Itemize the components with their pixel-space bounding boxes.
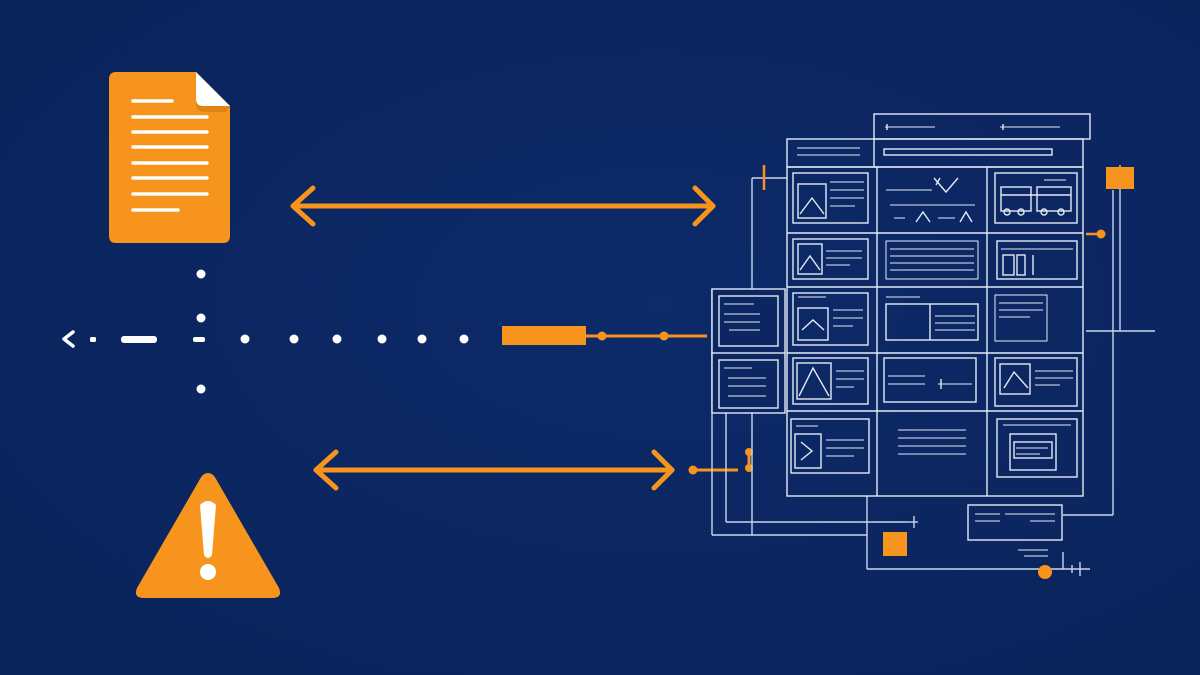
- accent-square-bottom: [883, 532, 907, 556]
- grid-cell-stack: [996, 418, 1078, 478]
- chevron-left-icon: [62, 330, 75, 348]
- grid-cell-image: [792, 238, 869, 280]
- grid-cell-image: [792, 357, 869, 405]
- footer-panel: [967, 504, 1063, 557]
- document-icon: [109, 72, 230, 243]
- bottom-arrow-link: [688, 448, 753, 475]
- grid-cell-image: [994, 357, 1078, 407]
- accent-square-top: [1106, 167, 1134, 189]
- grid-cell-text: [898, 429, 966, 455]
- bidirectional-arrow-bottom: [313, 449, 675, 491]
- grid-cell-split: [883, 357, 977, 403]
- grid-cell-text: [885, 240, 979, 280]
- connector-block: [502, 326, 586, 345]
- accent-nodes: [883, 167, 1134, 579]
- wireframe-grid-icon: [711, 113, 1155, 576]
- bidirectional-arrow-top: [290, 185, 716, 227]
- dotted-back-path: [62, 326, 707, 348]
- grid-cell-image: [790, 418, 870, 474]
- grid-cell-split: [885, 296, 979, 341]
- grid-cell-text: [994, 294, 1048, 342]
- warning-icon: [135, 473, 281, 598]
- dotted-vertical-path: [193, 269, 206, 394]
- accent-dot-bottom: [1038, 565, 1052, 579]
- header-bar-second: [786, 138, 1084, 168]
- grid-cell-diagram: [994, 172, 1078, 224]
- grid-cell-layout: [996, 240, 1078, 280]
- grid-cell-image: [792, 172, 869, 224]
- grid-cell-sketch: [886, 177, 975, 223]
- grid-frame: [786, 166, 1084, 497]
- side-panel-left: [711, 288, 786, 414]
- grid-cell-image: [792, 292, 869, 346]
